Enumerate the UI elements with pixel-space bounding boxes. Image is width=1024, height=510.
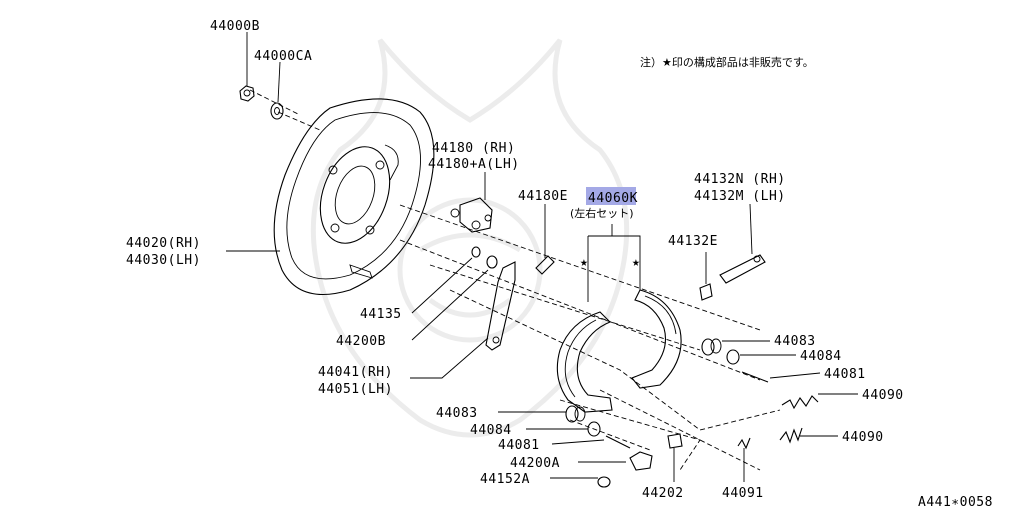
pin-44081-left[interactable] bbox=[605, 435, 631, 449]
label-44084-right[interactable]: 44084 bbox=[800, 349, 842, 364]
label-44083-left[interactable]: 44083 bbox=[436, 406, 478, 421]
spring-44083-left[interactable] bbox=[565, 405, 586, 423]
backing-plate-44020[interactable] bbox=[273, 98, 435, 296]
spring-44083-right[interactable] bbox=[701, 338, 722, 356]
spring-44091[interactable] bbox=[737, 437, 751, 450]
diagram-reference-id: A441∗0058 bbox=[918, 495, 993, 510]
brake-shoe-right[interactable] bbox=[631, 289, 682, 389]
label-44180[interactable]: 44180 (RH) bbox=[432, 141, 515, 156]
spring-44090-lower[interactable] bbox=[779, 427, 803, 444]
non-sale-note: 注）★印の構成部品は非販売です。 bbox=[640, 55, 814, 69]
leader-44135 bbox=[411, 257, 473, 314]
leader-44041 bbox=[410, 337, 489, 379]
leader-44200b bbox=[411, 269, 489, 341]
cup-44084-right[interactable] bbox=[726, 349, 740, 365]
label-44060k[interactable]: 44060K bbox=[588, 191, 638, 206]
label-44135[interactable]: 44135 bbox=[360, 307, 402, 322]
shoe-bracket bbox=[587, 224, 641, 302]
label-44083-right[interactable]: 44083 bbox=[774, 334, 816, 349]
pin-44135[interactable] bbox=[471, 246, 481, 258]
adjuster-part-44132e[interactable] bbox=[699, 283, 713, 301]
brake-shoe-left[interactable] bbox=[556, 311, 613, 413]
label-44152a[interactable]: 44152A bbox=[480, 472, 530, 487]
label-44132e[interactable]: 44132E bbox=[668, 234, 718, 249]
label-44081-left[interactable]: 44081 bbox=[498, 438, 540, 453]
washer-44000ca[interactable] bbox=[270, 102, 284, 120]
label-44020[interactable]: 44020(RH) bbox=[126, 236, 201, 251]
leader-44132n bbox=[749, 203, 753, 255]
pin-44081-right[interactable] bbox=[741, 371, 769, 383]
label-44132m[interactable]: 44132M (LH) bbox=[694, 189, 786, 204]
label-44000b[interactable]: 44000B bbox=[210, 19, 260, 34]
label-44060k-set-note: (左右セット) bbox=[570, 206, 634, 220]
label-44090-lower[interactable]: 44090 bbox=[842, 430, 884, 445]
selected-part-highlight[interactable] bbox=[586, 187, 636, 205]
label-44090-upper[interactable]: 44090 bbox=[862, 388, 904, 403]
label-44084-left[interactable]: 44084 bbox=[470, 423, 512, 438]
label-44132n[interactable]: 44132N (RH) bbox=[694, 172, 786, 187]
label-44081-right[interactable]: 44081 bbox=[824, 367, 866, 382]
label-44200b[interactable]: 44200B bbox=[336, 334, 386, 349]
star-marker-right: ★ bbox=[632, 255, 640, 270]
wheel-cylinder-44180[interactable] bbox=[450, 197, 493, 233]
bolt-44202[interactable] bbox=[667, 433, 683, 449]
clip-44200b[interactable] bbox=[486, 255, 498, 269]
label-44202[interactable]: 44202 bbox=[642, 486, 684, 501]
label-44041[interactable]: 44041(RH) bbox=[318, 365, 393, 380]
label-44030[interactable]: 44030(LH) bbox=[126, 253, 201, 268]
label-44000ca[interactable]: 44000CA bbox=[254, 49, 312, 64]
label-44180e[interactable]: 44180E bbox=[518, 189, 568, 204]
nut-44000b[interactable] bbox=[239, 85, 255, 102]
bolt-44152a[interactable] bbox=[597, 476, 611, 488]
label-44200a[interactable]: 44200A bbox=[510, 456, 560, 471]
adjuster-44132n[interactable] bbox=[719, 254, 766, 284]
label-44051[interactable]: 44051(LH) bbox=[318, 382, 393, 397]
leader-44081-right bbox=[769, 372, 821, 379]
star-marker-left: ★ bbox=[580, 255, 588, 270]
spring-44090-upper[interactable] bbox=[781, 395, 819, 410]
leader-44000ca bbox=[277, 61, 281, 103]
assembly-guide-lines bbox=[249, 89, 781, 471]
bleeder-44180e[interactable] bbox=[535, 255, 555, 275]
label-44091[interactable]: 44091 bbox=[722, 486, 764, 501]
leader-44081-left bbox=[551, 439, 605, 445]
parking-lever-44041[interactable] bbox=[485, 261, 516, 351]
spring-44200a[interactable] bbox=[629, 451, 653, 471]
watermark-logo bbox=[310, 38, 630, 438]
label-44180a[interactable]: 44180+A(LH) bbox=[428, 157, 520, 172]
